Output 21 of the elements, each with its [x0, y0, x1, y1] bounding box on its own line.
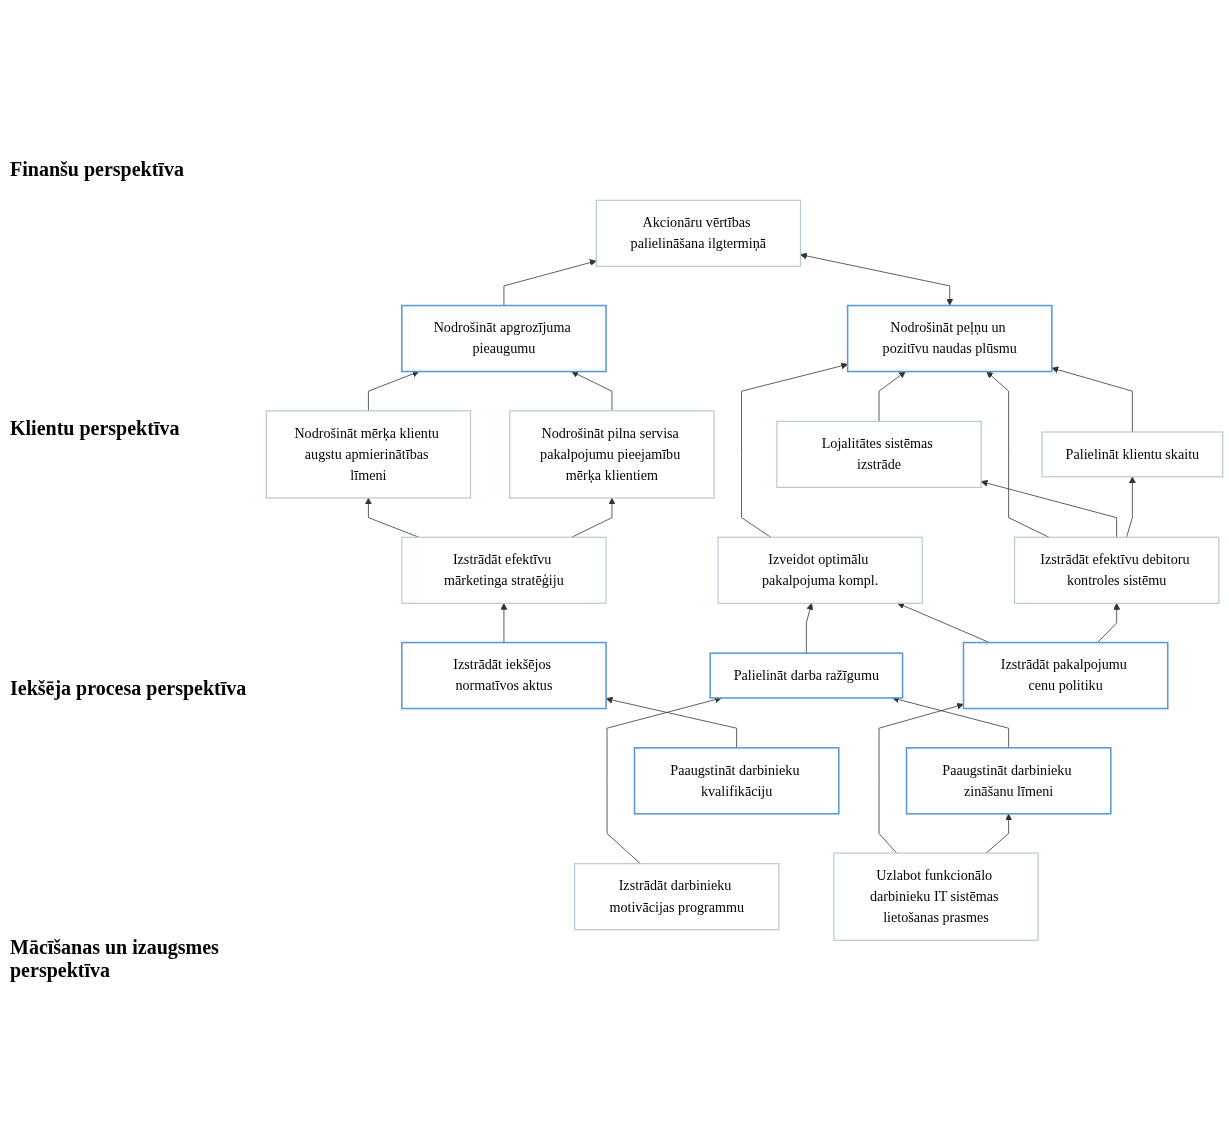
node-box: Izstrādāt pakalpojumu cenu politiku — [962, 641, 1169, 710]
node-box: Paaugstināt darbinieku zināšanu līmeni — [905, 746, 1112, 815]
node-box: Palielināt klientu skaitu — [1041, 431, 1224, 478]
node-box: Izstrādāt darbinieku motivācijas programmu — [574, 862, 780, 930]
node-box: Nodrošināt apgrozījuma pieaugumu — [401, 304, 607, 373]
perspective-label: Mācīšanas un izaugsmes perspektīva — [10, 935, 220, 982]
node-box: Akcionāru vērtības palielināšana ilgtermiņā — [595, 199, 802, 267]
node-box: Nodrošināt mērķa klientu augstu apmierinātības līmeni — [265, 409, 472, 499]
node-box: Izstrādāt efektīvu mārketinga stratēģiju — [401, 536, 607, 604]
node-box: Lojalitātes sistēmas izstrāde — [776, 420, 982, 488]
node-box: Nodrošināt peļņu un pozitīvu naudas plūsmu — [846, 304, 1053, 373]
node-box: Paaugstināt darbinieku kvalifikāciju — [633, 746, 840, 815]
perspective-label: Klientu perspektīva — [10, 417, 181, 441]
node-box: Izveidot optimālu pakalpojuma kompl. — [717, 536, 923, 604]
node-box: Nodrošināt pilna servisa pakalpojumu pieejamību mērķa klientiem — [509, 409, 715, 499]
perspective-label: Iekšēja procesa perspektīva — [10, 676, 248, 700]
perspective-label: Finanšu perspektīva — [10, 158, 185, 182]
node-box: Izstrādāt efektīvu debitoru kontroles sistēmu — [1013, 536, 1220, 604]
node-box: Uzlabot funkcionālo darbinieku IT sistēmas lietošanas prasmes — [833, 852, 1039, 941]
node-box: Izstrādāt iekšējos normatīvos aktus — [401, 641, 607, 710]
node-box: Palielināt darba ražīgumu — [709, 652, 904, 699]
